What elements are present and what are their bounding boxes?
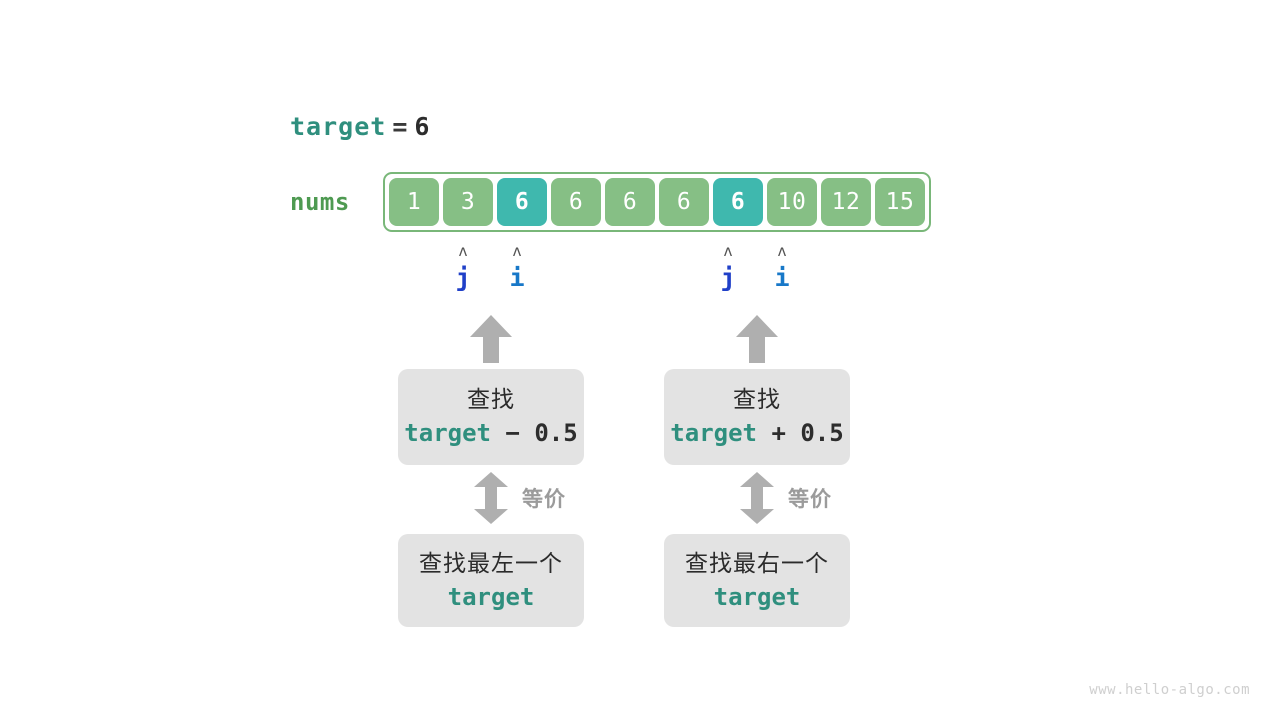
box-title: 查找 [467,387,515,413]
box-title: 查找最右一个 [685,550,829,577]
pointer-j-right: ʌ j [703,244,753,293]
double-arrow-icon [474,472,508,524]
arrow-shaft [751,485,763,511]
equivalence-label: 等价 [788,487,832,511]
array-cell: 10 [767,178,817,226]
arrow-head-icon [736,315,778,337]
caret-icon: ʌ [777,242,787,260]
target-value: 6 [414,112,431,141]
caret-icon: ʌ [723,242,733,260]
box-title: 查找 [733,387,781,413]
arrow-head-down-icon [474,509,508,524]
expression-operator: − 0.5 [505,419,578,447]
equals-operator: = [392,112,409,141]
arrow-head-up-icon [740,472,774,487]
box-search-leftmost-target: 查找最左一个 target [398,534,584,627]
array-cell: 6 [605,178,655,226]
array-cell: 6 [659,178,709,226]
array-cell: 15 [875,178,925,226]
pointer-label: j [455,263,471,292]
array-cell: 6 [497,178,547,226]
up-arrow-left [470,315,512,363]
equivalence-left: 等价 [474,472,566,524]
pointer-j-left: ʌ j [438,244,488,293]
watermark: www.hello-algo.com [1089,682,1250,698]
equivalence-label: 等价 [522,487,566,511]
expression-operator: + 0.5 [771,419,844,447]
box-expression: target [714,580,801,614]
arrow-head-down-icon [740,509,774,524]
caret-icon: ʌ [458,242,468,260]
array-label: nums [290,188,350,216]
arrow-head-up-icon [474,472,508,487]
target-declaration: target=6 [290,112,430,141]
box-expression: target + 0.5 [670,416,843,450]
expression-keyword: target [670,419,757,447]
double-arrow-icon [740,472,774,524]
box-expression: target − 0.5 [404,416,577,450]
array-cell: 6 [551,178,601,226]
target-keyword: target [290,112,387,141]
equivalence-right: 等价 [740,472,832,524]
pointer-label: i [774,263,790,292]
pointer-i-right: ʌ i [757,244,807,293]
expression-keyword: target [447,582,535,611]
arrow-shaft [485,485,497,511]
arrow-shaft [483,335,499,363]
pointer-label: j [720,263,736,292]
array-cell: 1 [389,178,439,226]
box-search-target-minus: 查找 target − 0.5 [398,369,584,465]
box-expression: target [448,580,535,614]
up-arrow-right [736,315,778,363]
array-cell: 12 [821,178,871,226]
expression-keyword: target [713,582,801,611]
pointer-i-left: ʌ i [492,244,542,293]
pointer-label: i [509,263,525,292]
caret-icon: ʌ [512,242,522,260]
array-cell: 3 [443,178,493,226]
box-search-rightmost-target: 查找最右一个 target [664,534,850,627]
box-search-target-plus: 查找 target + 0.5 [664,369,850,465]
array-container: 1 3 6 6 6 6 6 10 12 15 [383,172,931,232]
arrow-shaft [749,335,765,363]
arrow-head-icon [470,315,512,337]
expression-keyword: target [404,419,491,447]
box-title: 查找最左一个 [419,550,563,577]
array-cell: 6 [713,178,763,226]
